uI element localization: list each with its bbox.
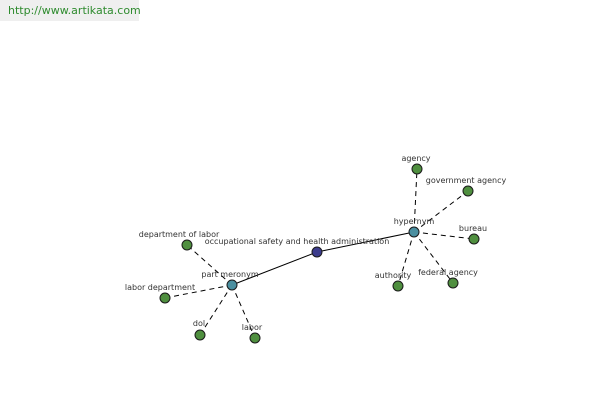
leaf-node-department-of-labor[interactable] xyxy=(181,239,193,251)
edge-hypernym-authority xyxy=(397,231,415,287)
hypernym-hub-label: hypernym xyxy=(394,217,435,226)
edge-center-hypernym xyxy=(316,231,415,253)
leaf-label-dol: dol xyxy=(193,319,205,328)
leaf-node-federal-agency[interactable] xyxy=(447,277,459,289)
leaf-label-federal-agency: federal agency xyxy=(418,268,478,277)
edge-meronym-labor-department xyxy=(164,284,233,299)
leaf-label-labor-department: labor department xyxy=(125,283,195,292)
meronym-hub-label: part meronym xyxy=(201,270,258,279)
leaf-label-agency: agency xyxy=(401,154,430,163)
leaf-node-government-agency[interactable] xyxy=(462,185,474,197)
edge-hypernym-bureau xyxy=(413,231,475,240)
leaf-label-department-of-labor: department of labor xyxy=(139,230,220,239)
leaf-label-labor: labor xyxy=(242,323,263,332)
edge-center-meronym xyxy=(231,251,318,286)
leaf-node-labor[interactable] xyxy=(249,332,261,344)
leaf-node-dol[interactable] xyxy=(194,329,206,341)
edge-meronym-department-of-labor xyxy=(186,244,233,286)
leaf-node-authority[interactable] xyxy=(392,280,404,292)
edge-hypernym-agency xyxy=(413,168,418,233)
leaf-label-government-agency: government agency xyxy=(426,176,507,185)
edge-meronym-labor xyxy=(231,284,256,339)
leaf-label-bureau: bureau xyxy=(459,224,487,233)
edge-meronym-dol xyxy=(199,284,233,336)
leaf-label-authority: authority xyxy=(375,271,412,280)
artikata-url-link[interactable]: http://www.artikata.com xyxy=(0,0,141,21)
leaf-node-bureau[interactable] xyxy=(468,233,480,245)
leaf-node-labor-department[interactable] xyxy=(159,292,171,304)
center-label: occupational safety and health administr… xyxy=(205,237,390,246)
center-node[interactable] xyxy=(311,246,323,258)
leaf-node-agency[interactable] xyxy=(411,163,423,175)
edge-hypernym-federal-agency xyxy=(413,231,454,284)
edge-hypernym-government-agency xyxy=(413,190,469,233)
meronym-hub-node[interactable] xyxy=(226,279,238,291)
hypernym-hub-node[interactable] xyxy=(408,226,420,238)
